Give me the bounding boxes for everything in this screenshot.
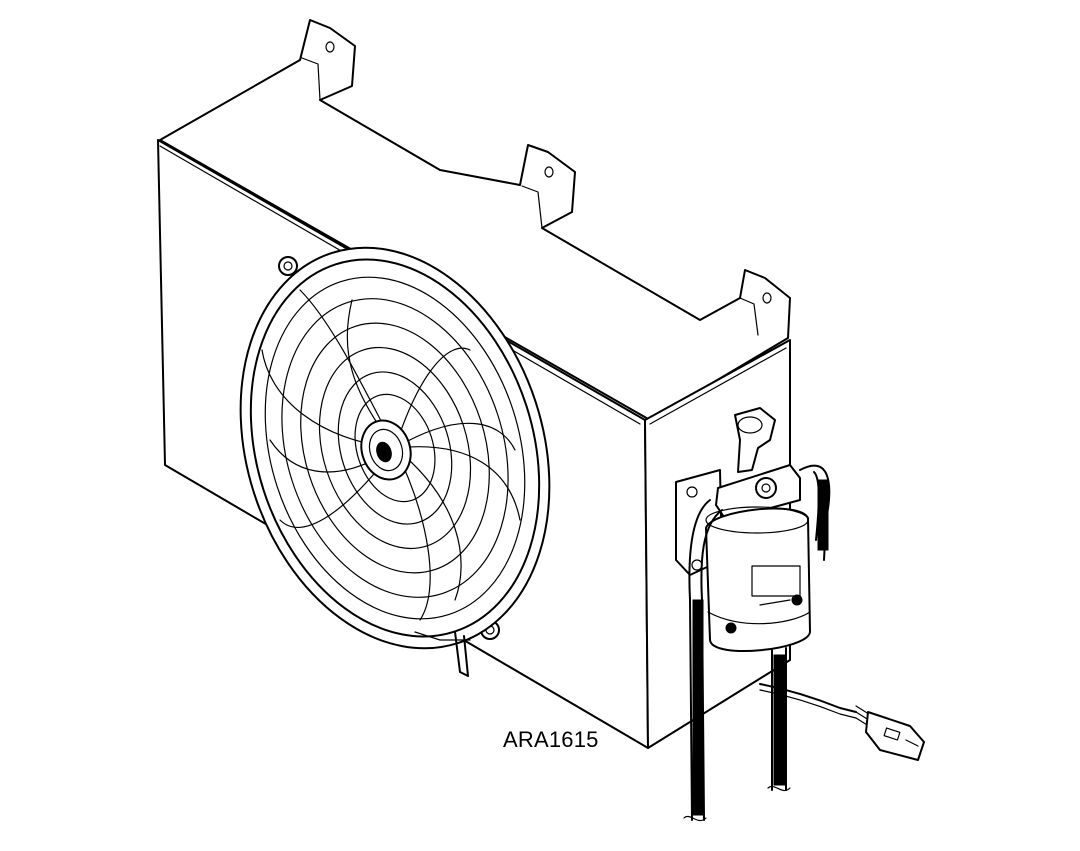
part-number-label: ARA1615: [503, 727, 599, 752]
wiring-harness: [759, 683, 925, 761]
electrical-connector-icon: [865, 711, 925, 761]
electric-fan: [239, 246, 551, 677]
refrigerant-hoses: [683, 479, 829, 822]
mounting-bracket: [159, 19, 791, 421]
